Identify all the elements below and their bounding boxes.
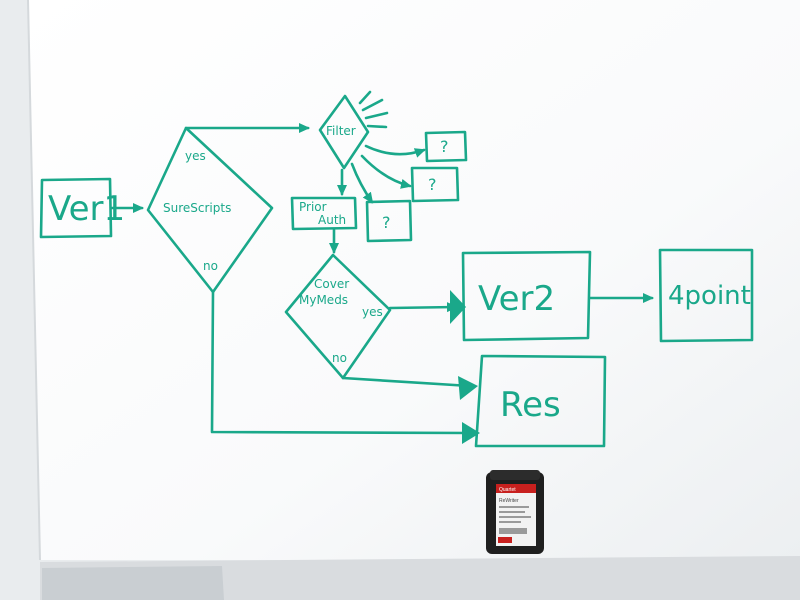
filter-ray-2 (361, 98, 384, 112)
marker-tray (40, 556, 800, 600)
priorauth-box (290, 196, 358, 231)
q2-box (410, 166, 460, 203)
filter-diamond (318, 94, 370, 170)
q1-box (424, 130, 468, 163)
whiteboard-surface (28, 0, 800, 560)
edge-filter-q3 (350, 162, 374, 204)
surescripts-yes-label: yes (185, 149, 206, 163)
edge-covermymeds-no (341, 376, 472, 391)
covermymeds-no-label: no (332, 351, 347, 365)
res-box (474, 354, 607, 448)
ver1-label: Ver1 (48, 189, 125, 229)
covermymeds-label-2: MyMeds (299, 293, 348, 307)
edge-filter-q1 (364, 144, 426, 158)
q3-label: ? (382, 213, 391, 232)
covermymeds-label-1: Cover (314, 277, 349, 291)
4point-box (658, 248, 754, 343)
filter-ray-1 (358, 90, 372, 105)
priorauth-label-2: Auth (318, 213, 346, 227)
eraser-fine-print (499, 506, 531, 534)
eraser-brand-band (496, 484, 536, 493)
ver2-box (461, 250, 592, 342)
surescripts-no-label: no (203, 259, 218, 273)
board-left-edge (27, 0, 41, 561)
eraser-brand: Quartet (499, 487, 516, 493)
edge-covermymeds-yes (388, 302, 458, 313)
q2-label: ? (428, 175, 437, 194)
filter-label: Filter (326, 124, 356, 138)
covermymeds-yes-label: yes (362, 305, 383, 319)
q3-box (365, 199, 413, 243)
ver1-box (39, 177, 113, 239)
4point-label: 4point (668, 281, 751, 311)
edge-filter-q2 (360, 154, 412, 189)
res-label: Res (500, 385, 561, 425)
filter-ray-4 (366, 124, 388, 129)
tray-bracket (42, 566, 224, 600)
eraser-logo (498, 537, 512, 543)
priorauth-label-1: Prior (299, 200, 327, 214)
arrowhead-accents (450, 290, 480, 444)
ver2-label: Ver2 (478, 279, 555, 319)
edge-surescripts-no (210, 290, 474, 438)
eraser-label-panel (496, 484, 536, 546)
whiteboard-eraser[interactable]: Quartet ReWriter (486, 470, 544, 554)
surescripts-label: SureScripts (163, 201, 231, 215)
filter-ray-3 (364, 111, 389, 120)
eraser-tag: ReWriter (499, 498, 519, 504)
q1-label: ? (440, 137, 449, 156)
